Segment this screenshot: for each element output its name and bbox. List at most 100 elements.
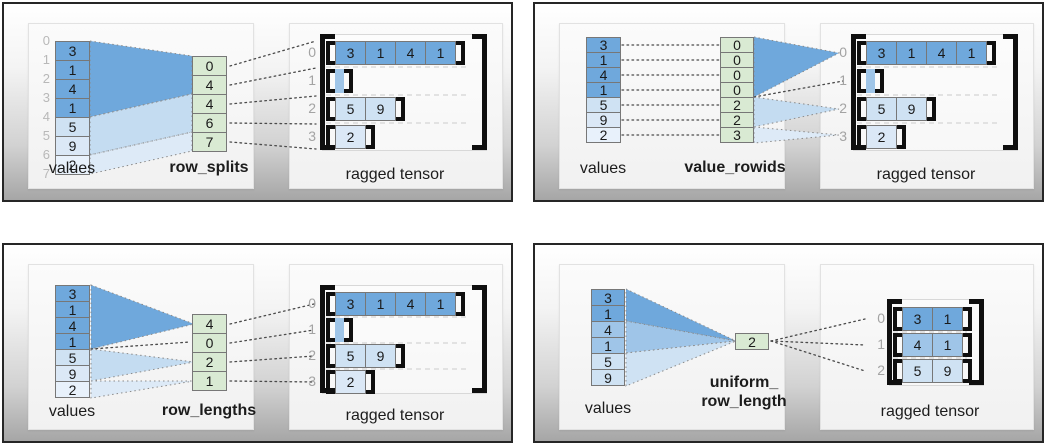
tensor-cell: 9: [932, 359, 963, 383]
tensor-label: ragged tensor: [880, 403, 980, 420]
value-cell: 4: [591, 321, 625, 338]
value-cell: 1: [591, 337, 625, 354]
panel-row-splits: 0 1 2 3 4 5 6 7 3 1 4 1 5 9 2 0 4 4 6 7 …: [2, 2, 513, 202]
values-label: values: [48, 160, 96, 177]
bracket-right: [875, 69, 884, 93]
rowid-cell: 0: [720, 37, 754, 53]
tensor-cell: 3: [335, 292, 366, 316]
uniform-row-length-cell-column: 2: [735, 333, 769, 350]
values-column: 3 1 4 1 5 9: [591, 289, 625, 386]
tensor-row: 2: [857, 125, 906, 149]
row-splits-cell: 4: [192, 75, 227, 95]
values-column: 3 1 4 1 5 9 2: [55, 41, 90, 175]
rowid-cell: 0: [720, 52, 754, 68]
value-cell: 9: [591, 369, 625, 386]
tensor-cell: 4: [926, 41, 957, 65]
tensor-row-index: 0: [877, 310, 885, 326]
value-cell: 5: [55, 349, 90, 366]
tensor-cell: 5: [335, 344, 366, 368]
tensor-cell: 9: [896, 97, 927, 121]
value-cell: 9: [55, 365, 90, 382]
bracket-left: [326, 344, 335, 368]
rowid-cell: 3: [720, 127, 754, 143]
tensor-row-index: 1: [877, 336, 885, 352]
bracket-right: [396, 344, 405, 368]
row-splits-cell: 0: [192, 56, 227, 76]
method-label: row_splits: [169, 159, 249, 176]
tensor-row-index: 3: [308, 128, 316, 144]
value-cell: 5: [586, 97, 621, 113]
outer-bracket-right: [969, 299, 984, 385]
method-label: value_rowids: [684, 159, 786, 176]
values-label: values: [579, 160, 627, 177]
empty-row-fill: [335, 69, 344, 93]
rowid-cell: 0: [720, 82, 754, 98]
value-cell: 3: [55, 41, 90, 61]
value-cell: 3: [55, 285, 90, 302]
tensor-row: 5 9: [893, 359, 972, 383]
bracket-left: [893, 333, 902, 357]
tensor-row: 4 1: [893, 333, 972, 357]
tensor-cell: 5: [902, 359, 933, 383]
empty-row-fill: [335, 318, 344, 342]
value-index: 6: [42, 147, 50, 162]
bracket-right: [366, 370, 375, 394]
tensor-cell: 1: [365, 41, 396, 65]
tensor-cell: 2: [335, 125, 366, 149]
bracket-left: [326, 370, 335, 394]
value-cell: 9: [586, 112, 621, 128]
value-rowids-column: 0 0 0 0 2 2 3: [720, 37, 754, 143]
method-label-line2: row_length: [701, 393, 787, 410]
tensor-cell: 2: [866, 125, 897, 149]
bracket-left: [326, 125, 335, 149]
value-cell: 1: [586, 52, 621, 68]
tensor-cell: 3: [866, 41, 897, 65]
value-index: 4: [42, 109, 50, 124]
tensor-row-empty: [326, 318, 353, 342]
tensor-row: 2: [326, 125, 375, 149]
tensor-cell: 3: [335, 41, 366, 65]
bracket-left: [326, 318, 335, 342]
bracket-right: [927, 97, 936, 121]
row-splits-cell: 7: [192, 132, 227, 152]
row-length-cell: 2: [192, 352, 227, 372]
row-lengths-column: 4 0 2 1: [192, 314, 227, 391]
tensor-row: 2: [326, 370, 375, 394]
tensor-row-index: 0: [839, 44, 847, 60]
panel-row-lengths: 3 1 4 1 5 9 2 4 0 2 1 values row_lengths…: [2, 243, 513, 443]
tensor-row-empty: [326, 69, 353, 93]
row-length-cell: 4: [192, 314, 227, 334]
value-cell: 1: [586, 82, 621, 98]
tensor-cell: 1: [932, 333, 963, 357]
value-index: 1: [42, 52, 50, 67]
value-cell: 5: [591, 353, 625, 370]
outer-bracket-right: [472, 34, 487, 150]
tensor-label: ragged tensor: [345, 166, 445, 183]
method-label: uniform_ row_length: [684, 373, 804, 411]
bracket-right: [987, 41, 996, 65]
bracket-left: [326, 41, 335, 65]
tensor-cell: 3: [902, 307, 933, 331]
value-cell: 1: [55, 333, 90, 350]
bracket-right: [963, 307, 972, 331]
row-length-cell: 0: [192, 333, 227, 353]
tensor-cell: 4: [395, 292, 426, 316]
value-index: 0: [42, 33, 50, 48]
tensor-row: 3 1 4 1: [326, 41, 465, 65]
rowid-cell: 2: [720, 97, 754, 113]
value-cell: 1: [55, 301, 90, 318]
value-cell: 1: [591, 305, 625, 322]
bracket-left: [893, 359, 902, 383]
tensor-cell: 1: [956, 41, 987, 65]
tensor-cell: 1: [425, 41, 456, 65]
tensor-row-index: 1: [839, 72, 847, 88]
tensor-row: 5 9: [326, 97, 405, 121]
value-cell: 2: [55, 155, 90, 175]
tensor-row: 5 9: [326, 344, 405, 368]
tensor-row: 3 1 4 1: [326, 292, 465, 316]
tensor-cell: 1: [932, 307, 963, 331]
tensor-row-index: 1: [308, 72, 316, 88]
value-cell: 9: [55, 136, 90, 156]
panel-uniform-row-length: 3 1 4 1 5 9 2 values uniform_ row_length…: [533, 243, 1044, 443]
